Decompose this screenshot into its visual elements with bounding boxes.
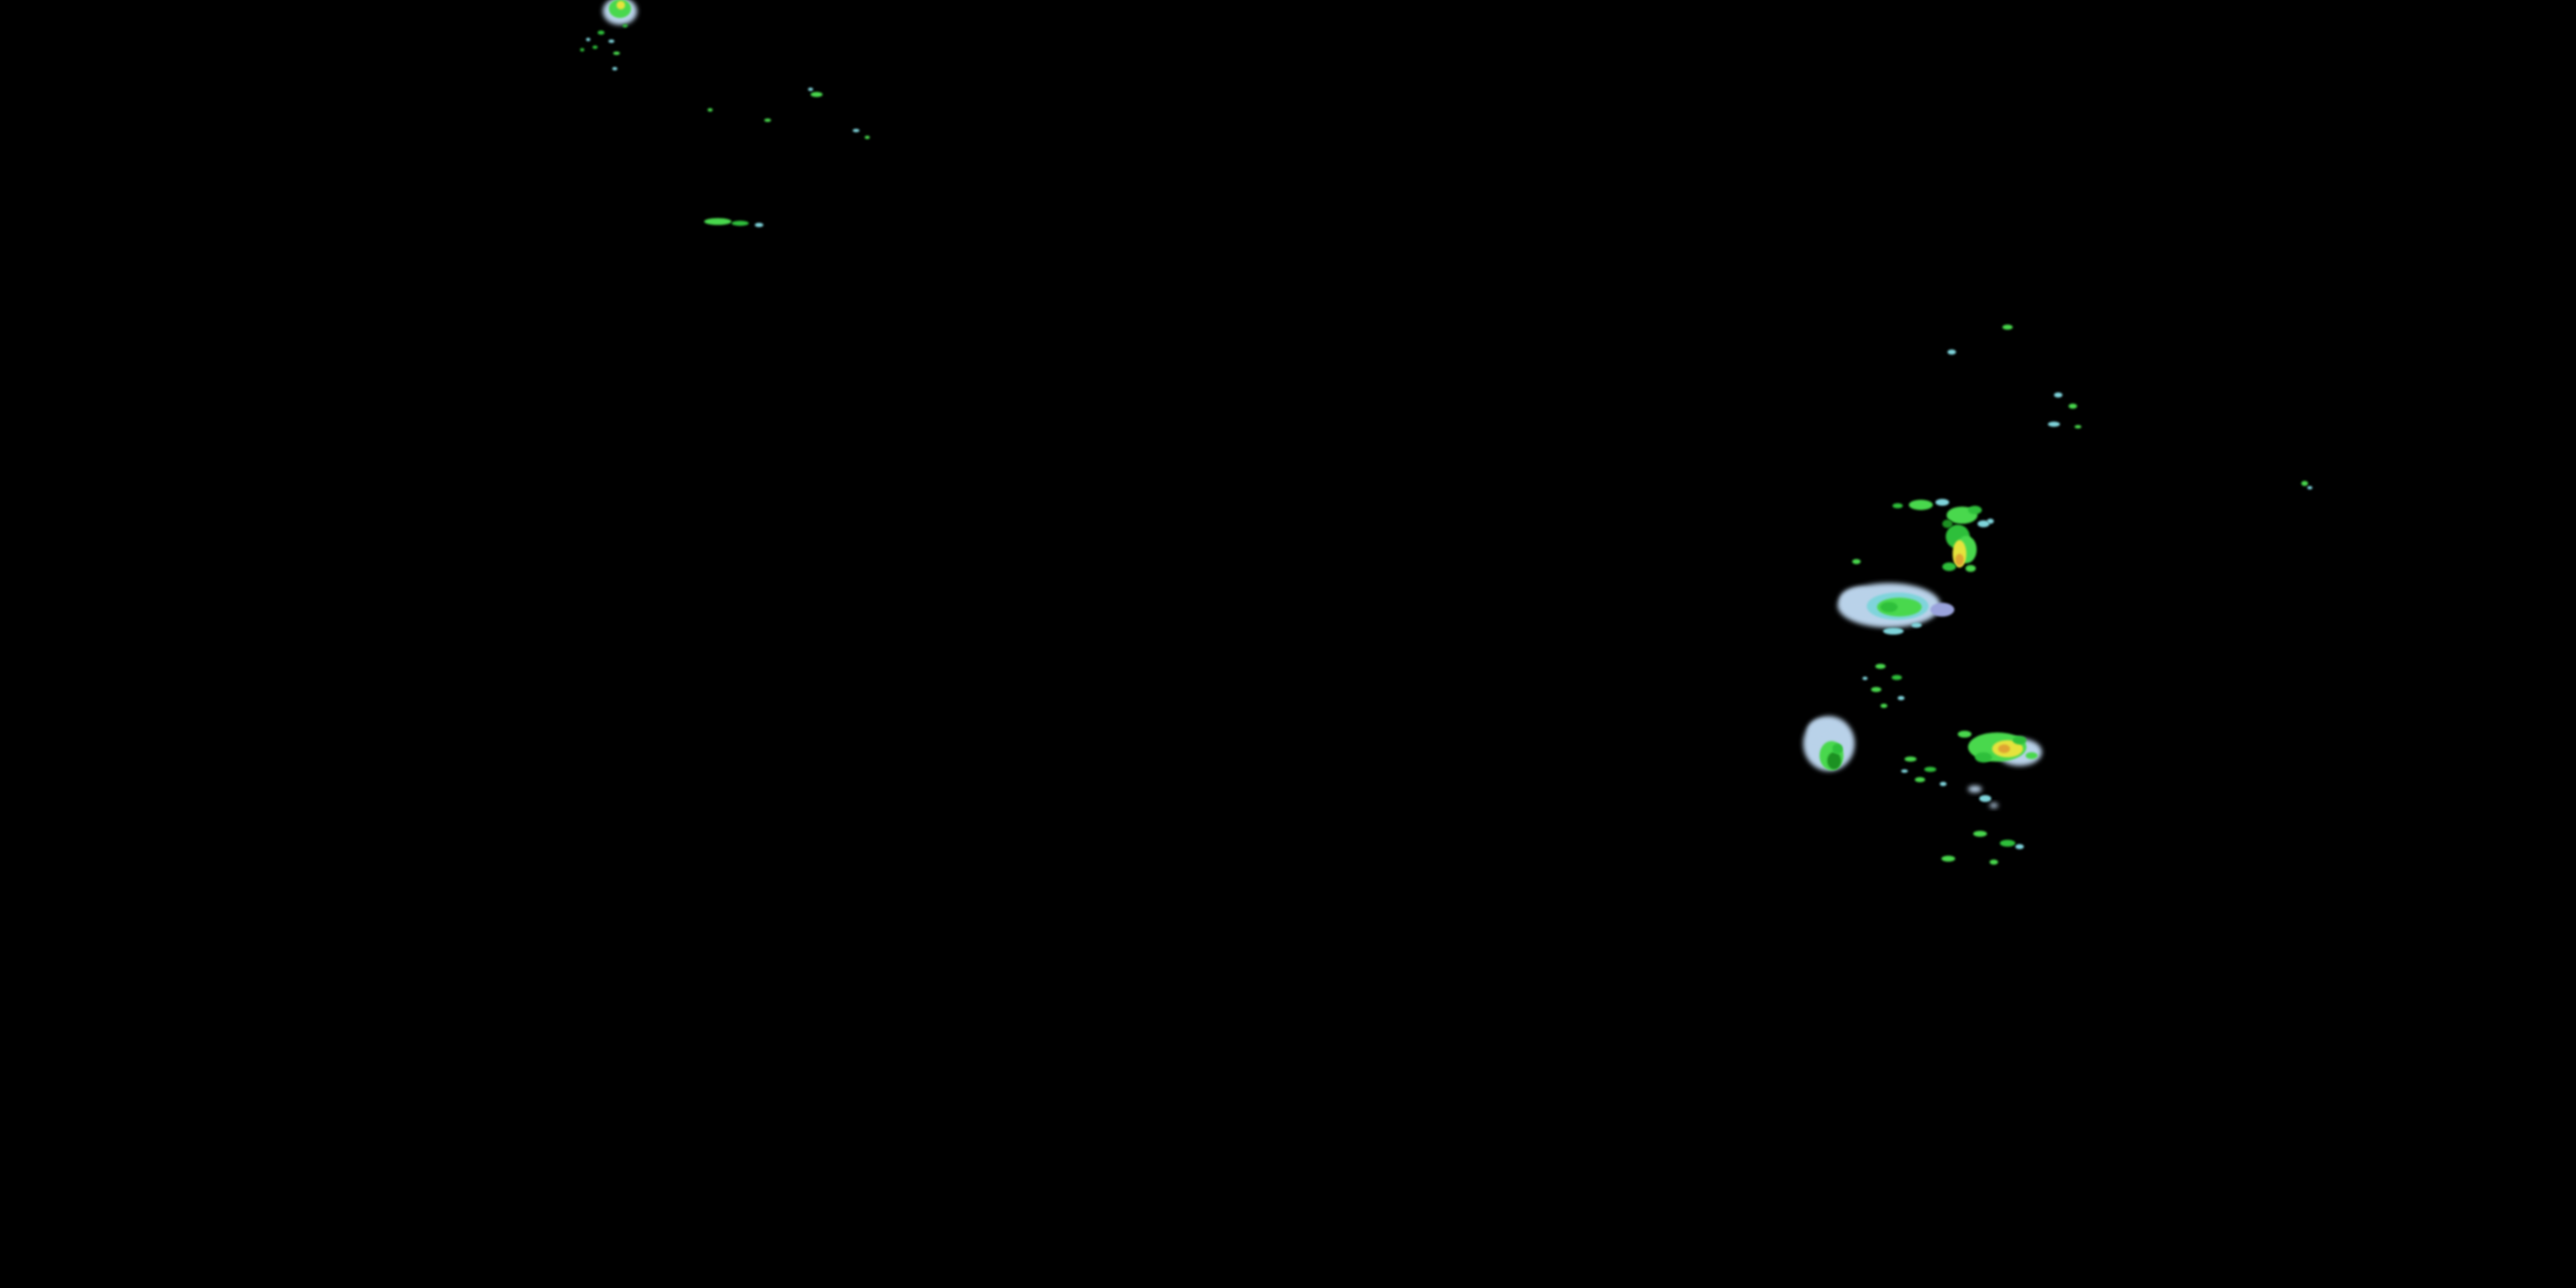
radar-echo bbox=[1924, 767, 1936, 772]
radar-echo bbox=[598, 30, 605, 35]
radar-echo bbox=[1862, 677, 1868, 680]
radar-echo bbox=[1975, 752, 1992, 762]
radar-echo bbox=[865, 136, 870, 139]
radar-echo bbox=[612, 67, 617, 70]
radar-echo bbox=[2013, 736, 2026, 744]
radar-echo bbox=[1973, 830, 1987, 837]
radar-echo bbox=[755, 222, 763, 228]
radar-echo bbox=[1808, 720, 1836, 740]
radar-echo bbox=[1942, 519, 1953, 528]
radar-echo bbox=[1979, 795, 1991, 802]
radar-echo bbox=[1941, 855, 1955, 862]
radar-echo bbox=[2015, 844, 2024, 849]
radar-echo bbox=[2026, 752, 2038, 759]
radar-echo bbox=[580, 48, 585, 52]
radar-echo bbox=[1940, 781, 1947, 787]
radar-echo bbox=[2002, 325, 2013, 330]
radar-echo bbox=[1930, 603, 1954, 617]
radar-echo bbox=[1998, 744, 2010, 753]
radar-echo bbox=[1832, 744, 1843, 754]
radar-echo bbox=[586, 38, 591, 41]
radar-echo bbox=[853, 129, 860, 132]
radar-echo bbox=[1871, 687, 1881, 692]
radar-echo bbox=[1909, 500, 1933, 510]
radar-echo bbox=[1990, 803, 1998, 808]
radar-echo bbox=[1955, 554, 1964, 566]
radar-echo bbox=[1880, 602, 1898, 612]
radar-echo bbox=[1901, 769, 1908, 773]
radar-echo bbox=[1915, 777, 1925, 782]
radar-echo bbox=[1880, 703, 1887, 708]
radar-echo bbox=[1905, 756, 1917, 762]
radar-echo bbox=[1893, 503, 1903, 508]
radar-echo bbox=[1875, 664, 1886, 669]
radar-echo bbox=[1911, 623, 1922, 628]
radar-echo bbox=[1965, 565, 1976, 572]
radar-echo bbox=[704, 218, 732, 225]
radar-echo bbox=[613, 52, 620, 55]
radar-echo bbox=[592, 46, 598, 49]
radar-echo bbox=[617, 1, 625, 9]
radar-echo bbox=[1827, 752, 1841, 769]
radar-echo bbox=[1892, 675, 1902, 680]
radar-echo bbox=[2000, 840, 2015, 847]
radar-echo bbox=[1935, 499, 1949, 506]
radar-echo bbox=[1990, 860, 1998, 865]
radar-echo bbox=[2075, 425, 2081, 428]
radar-echo bbox=[808, 88, 813, 91]
radar-echo bbox=[764, 118, 771, 122]
radar-echo bbox=[1978, 520, 1990, 527]
radar-echo bbox=[708, 108, 713, 112]
radar-echo bbox=[1947, 349, 1956, 355]
radar-echo bbox=[2048, 422, 2060, 427]
radar-echo bbox=[1898, 696, 1905, 701]
radar-echo bbox=[2301, 481, 2308, 486]
radar-echo bbox=[623, 24, 628, 27]
radar-echo bbox=[1987, 519, 1994, 524]
radar-echo bbox=[1968, 786, 1982, 793]
radar-echo bbox=[608, 39, 615, 43]
radar-echo bbox=[2069, 404, 2077, 409]
radar-echo bbox=[2307, 486, 2312, 489]
radar-echo bbox=[811, 92, 823, 97]
radar-echo-layer bbox=[580, 0, 2312, 865]
radar-echo bbox=[1958, 731, 1971, 738]
radar-echo bbox=[1968, 506, 1982, 514]
radar-echo bbox=[2054, 392, 2063, 398]
radar-echo bbox=[1883, 628, 1904, 635]
radar-echo bbox=[732, 221, 749, 226]
radar-echo bbox=[1942, 562, 1956, 571]
radar-echo bbox=[1852, 559, 1861, 564]
